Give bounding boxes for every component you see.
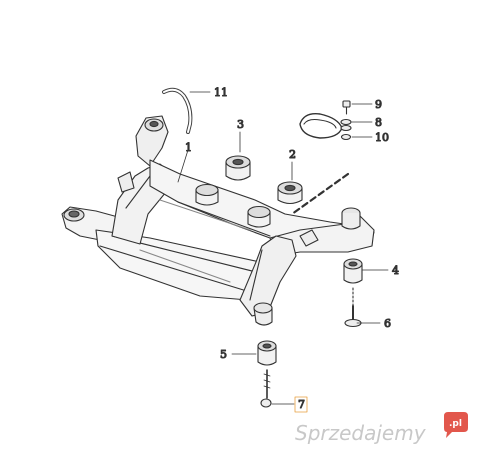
watermark-badge-text: .pl [449,419,462,429]
callout-7-highlight [294,396,308,413]
callout-4: 4 [392,264,399,277]
part-10-nut [340,133,352,141]
part-9-bolt [342,100,351,115]
callout-3: 3 [237,118,244,131]
leader-lines [177,91,389,405]
frame-bushing-left [195,183,219,206]
callout-6: 6 [384,317,391,330]
part-11-hose [162,87,193,134]
subframe [61,115,375,326]
part-4-bushing [343,258,363,307]
callout-10: 10 [375,131,389,144]
callout-9: 9 [375,98,382,111]
assembly-dashed-line [290,172,350,216]
part-5-bushing [257,340,277,366]
callout-8: 8 [375,116,382,129]
callout-5: 5 [220,348,227,361]
part-6-bolt [344,305,362,328]
watermark-badge [444,412,468,438]
watermark: Sprzedajemy .pl [295,412,468,445]
callout-1: 1 [185,141,192,154]
part-3-bushing [225,155,251,181]
part-8-washer [340,118,352,132]
part-10-strap [299,113,343,139]
part-2-bushing [277,181,303,205]
part-7-bolt [260,369,272,408]
watermark-text: Sprzedajemy [295,421,427,445]
callout-11: 11 [214,86,228,99]
frame-bushing-right [247,205,271,228]
callout-2: 2 [289,148,296,161]
callout-7: 7 [298,398,305,411]
